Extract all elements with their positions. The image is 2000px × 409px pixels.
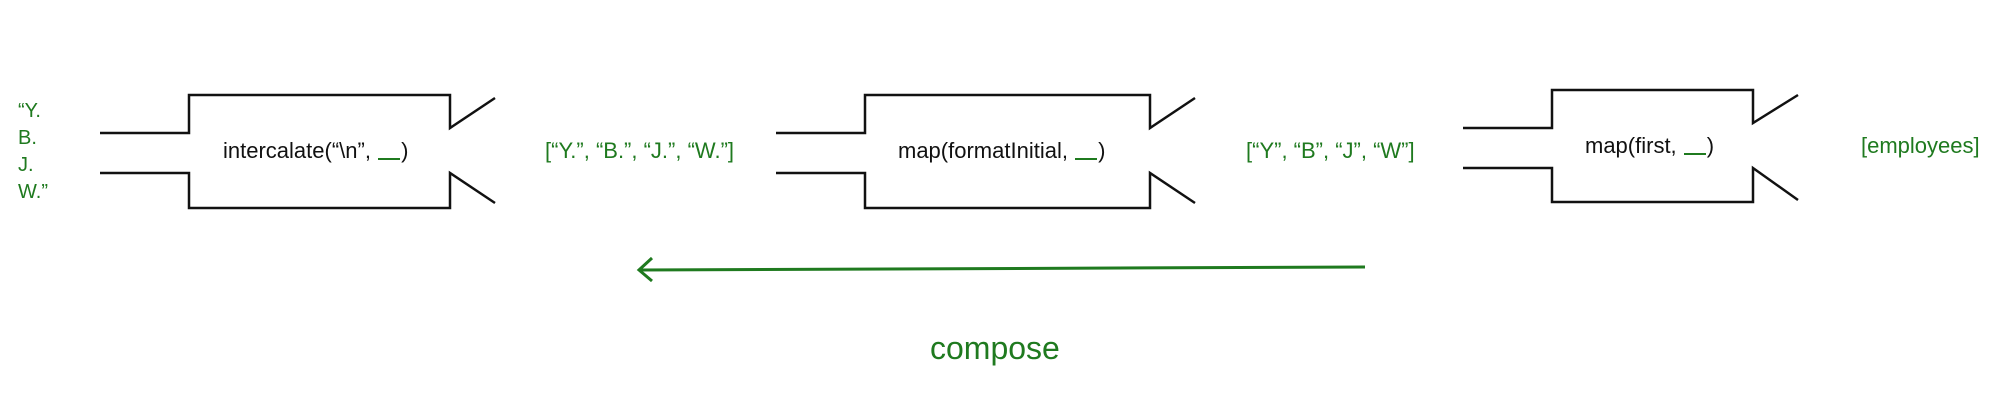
machine-label-prefix: map(first, xyxy=(1585,133,1683,158)
output-line: J. xyxy=(18,154,34,176)
compose-arrow xyxy=(636,256,1366,283)
machine-label-suffix: ) xyxy=(1098,138,1106,163)
intercalate-machine-label: intercalate(“\n”, ) xyxy=(223,140,408,162)
formatted-initials-value: [“Y.”, “B.”, “J.”, “W.”] xyxy=(545,138,735,163)
input-value: [employees] xyxy=(1861,133,1980,158)
final-output-string: “Y. B. J. W.” xyxy=(18,98,48,206)
output-line: “Y. xyxy=(18,100,41,122)
output-line: B. xyxy=(18,127,37,149)
argument-blank xyxy=(1683,152,1706,155)
intercalate-machine-outline xyxy=(100,93,496,210)
map-first-machine-outline xyxy=(1463,88,1799,204)
machine-label-suffix: ) xyxy=(401,138,409,163)
first-letters-value: [“Y”, “B”, “J”, “W”] xyxy=(1246,138,1415,163)
map-first-machine-label: map(first, ) xyxy=(1585,135,1714,157)
map-format-initial-machine-label: map(formatInitial, ) xyxy=(898,140,1105,162)
output-line: W.” xyxy=(18,181,48,203)
argument-blank xyxy=(1075,157,1098,160)
argument-blank xyxy=(378,157,401,160)
machine-label-suffix: ) xyxy=(1706,133,1715,158)
compose-label: compose xyxy=(930,330,1060,366)
map-format-initial-machine-outline xyxy=(776,93,1196,210)
machine-label-prefix: intercalate(“\n”, xyxy=(223,138,378,163)
machine-label-prefix: map(formatInitial, xyxy=(898,138,1075,163)
